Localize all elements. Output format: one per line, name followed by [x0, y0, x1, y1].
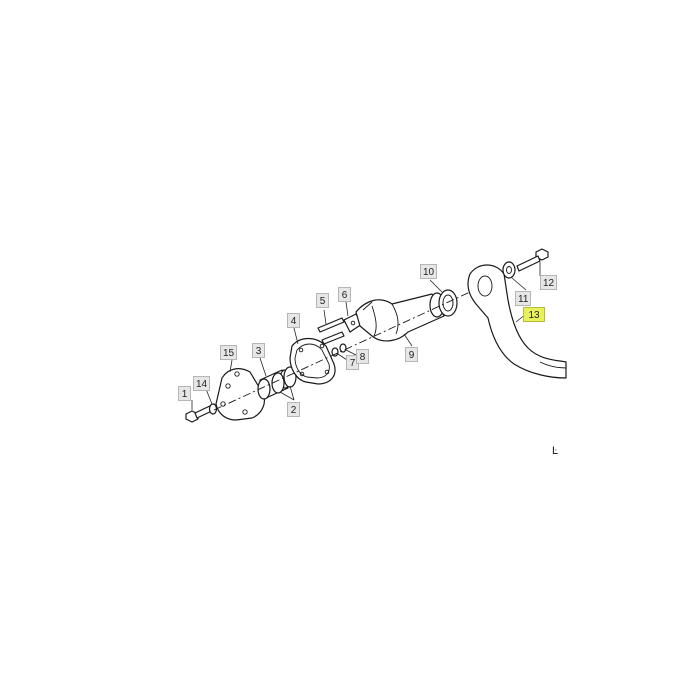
callout-11[interactable]: 11	[515, 291, 532, 306]
callout-6[interactable]: 6	[338, 287, 351, 302]
pedal-lever-13	[467, 264, 567, 379]
bolt-12	[516, 248, 549, 272]
gasket-4	[289, 337, 336, 385]
callout-2[interactable]: 2	[287, 402, 300, 417]
callout-5[interactable]: 5	[316, 293, 329, 308]
callout-1[interactable]: 1	[178, 386, 191, 401]
callout-3[interactable]: 3	[252, 343, 265, 358]
callout-14[interactable]: 14	[193, 376, 211, 391]
callout-8[interactable]: 8	[356, 349, 369, 364]
o-ring-10	[438, 289, 458, 317]
callout-4[interactable]: 4	[287, 313, 300, 328]
flange-plate-15	[215, 368, 265, 421]
washer-7-8	[331, 343, 347, 357]
washer-11	[502, 261, 516, 279]
callout-13-highlighted[interactable]: 13	[523, 307, 545, 322]
stud-5	[317, 317, 345, 345]
callout-9[interactable]: 9	[405, 347, 418, 362]
callout-15[interactable]: 15	[220, 345, 238, 360]
housing-9	[355, 292, 445, 342]
corner-mark: Ŀ	[552, 445, 559, 457]
callout-10[interactable]: 10	[420, 264, 438, 279]
callout-12[interactable]: 12	[540, 275, 558, 290]
